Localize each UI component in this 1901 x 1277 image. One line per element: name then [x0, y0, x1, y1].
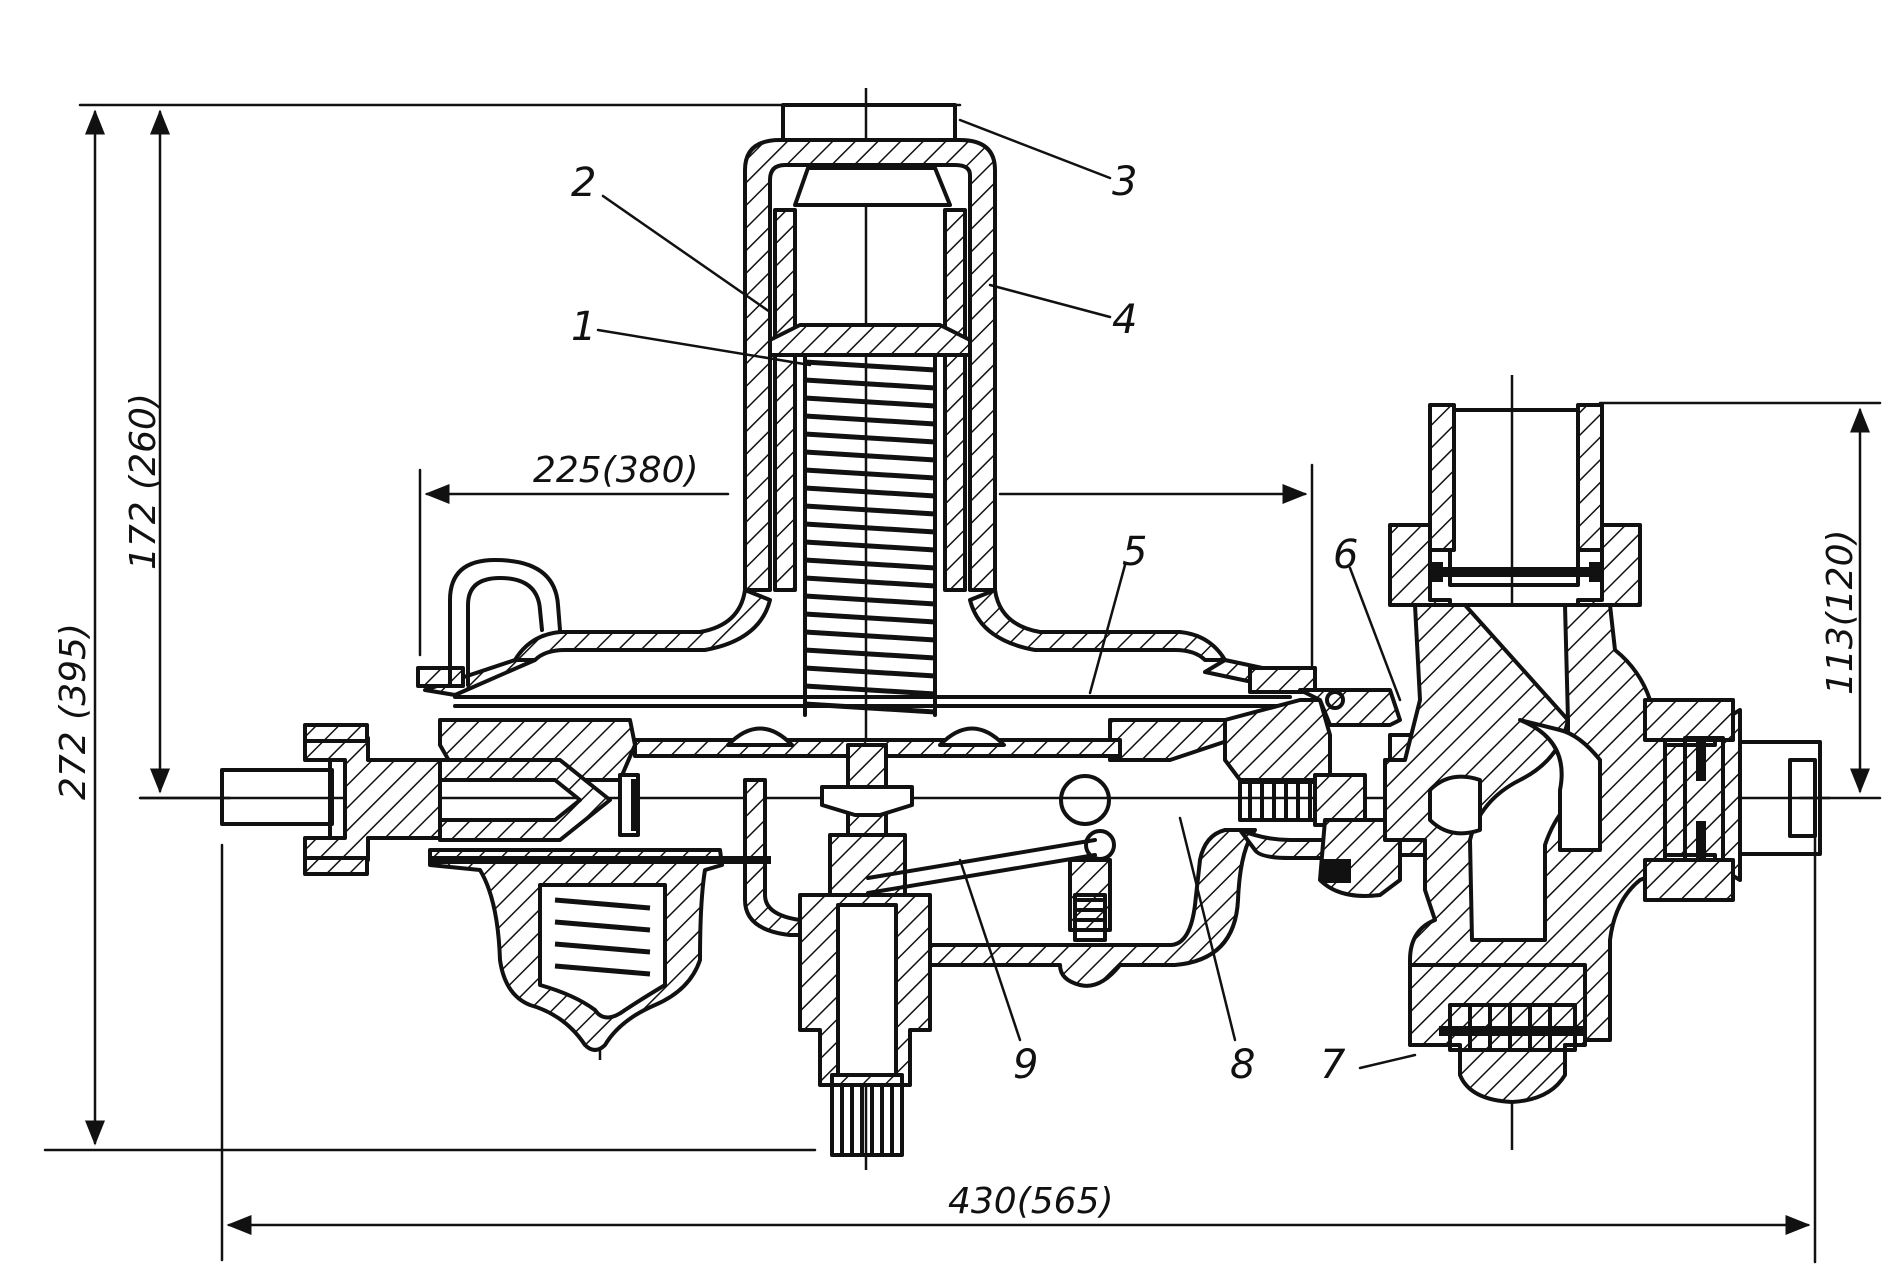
callout-9: 9 [1013, 1042, 1038, 1088]
dim-total-height: 272 (395) [53, 623, 94, 800]
callout-6: 6 [1333, 532, 1358, 578]
callout-leaders [596, 118, 1417, 1070]
callout-7: 7 [1320, 1042, 1346, 1088]
callout-1: 1 [571, 304, 596, 350]
outlet-fitting [1643, 698, 1822, 902]
callout-5: 5 [1122, 529, 1147, 575]
valve-stem-lever [726, 726, 1116, 942]
main-spring [803, 353, 937, 717]
dim-right-height: 113(120) [1820, 529, 1861, 695]
callout-2: 2 [571, 160, 596, 206]
callout-3: 3 [1112, 159, 1137, 205]
dim-chamber-width: 225(380) [533, 450, 699, 491]
spring-bonnet [513, 103, 1227, 662]
inlet-fitting [220, 723, 640, 876]
impulse-tube [448, 558, 562, 687]
dim-overall-width: 430(565) [948, 1181, 1114, 1222]
dimension-lines [43, 103, 1882, 1264]
dim-top-height: 172 (260) [123, 393, 164, 570]
relief-valve [428, 848, 771, 1052]
lower-stem [798, 893, 932, 1157]
right-valve-body [1383, 403, 1667, 1104]
callout-4: 4 [1112, 297, 1137, 343]
dimension-labels: 272 (395) 172 (260) 225(380) 113(120) 43… [53, 393, 1861, 1222]
callout-labels: 1 2 3 4 5 6 7 8 9 [571, 159, 1358, 1088]
callout-8: 8 [1230, 1042, 1255, 1088]
